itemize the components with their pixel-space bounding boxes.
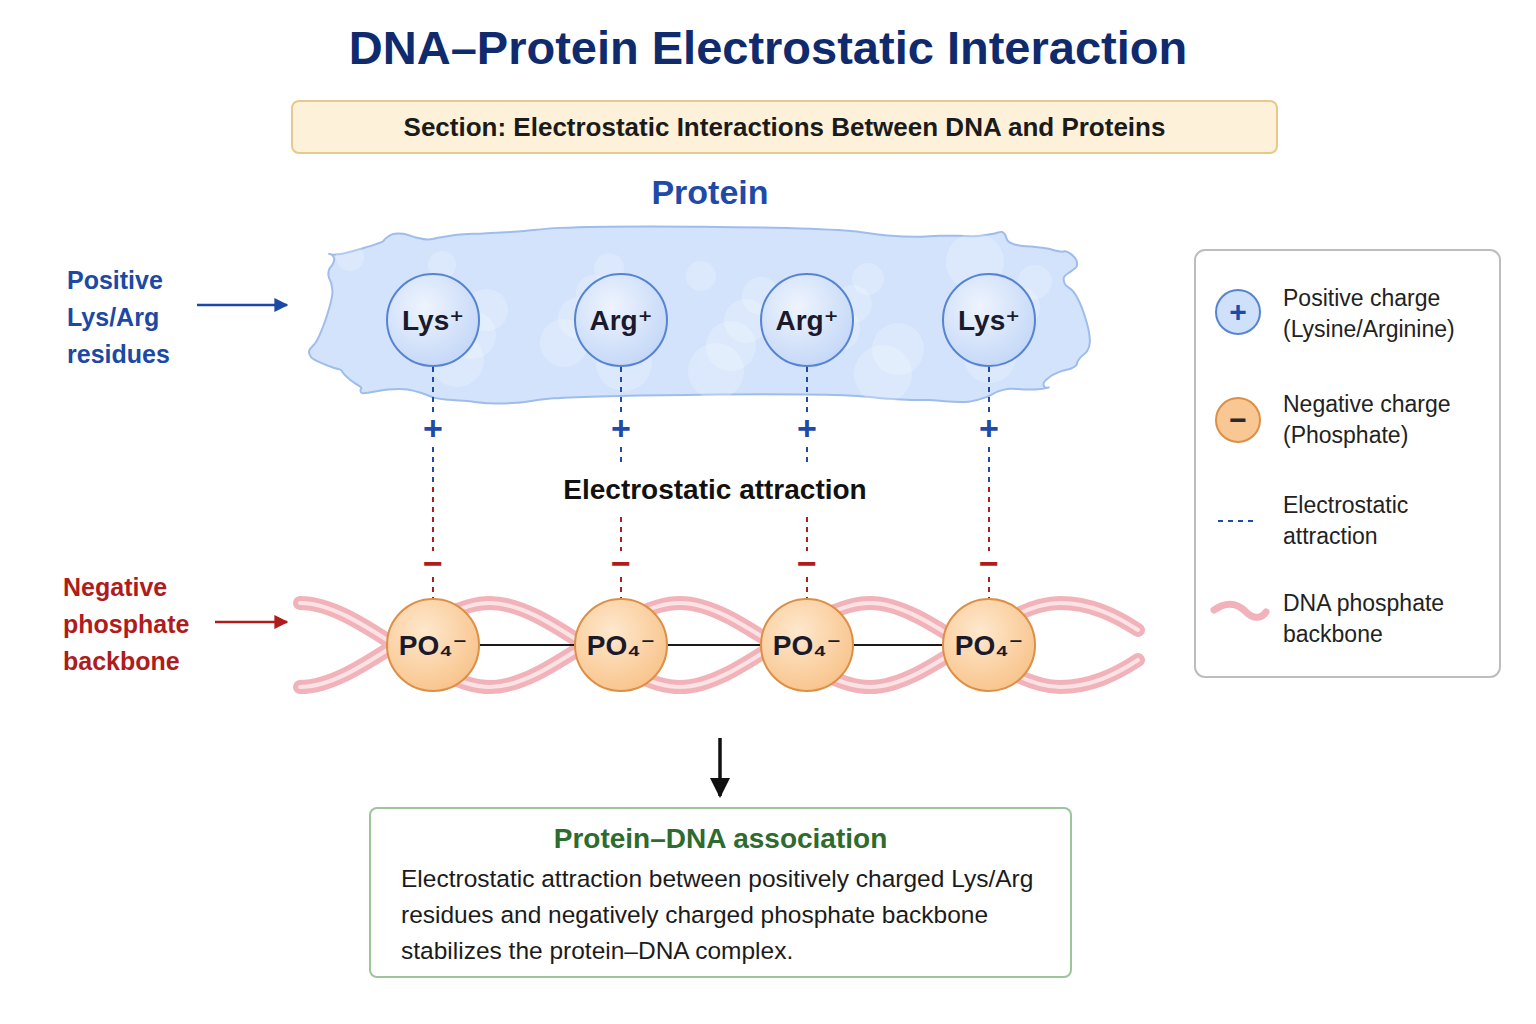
summary-box: Protein–DNA associationElectrostatic att… [369,807,1072,978]
node-title: PO₄⁻ [399,629,468,662]
surface-texture [852,263,884,295]
surface-texture [430,333,484,387]
protein-outline [300,222,1102,410]
surface-texture [558,297,600,339]
node-title: PO₄⁻ [587,629,656,662]
result-arrow [718,738,722,796]
node-title: Protein–DNA association [401,823,1040,855]
surface-texture [1018,265,1052,299]
protein-outline-shape [309,226,1090,403]
surface-texture [594,253,624,283]
charge-sign: − [977,551,1001,575]
surface-texture [410,273,444,307]
attraction-line [432,367,434,598]
backbone-link [854,644,942,646]
surface-texture [1000,287,1040,327]
dna-strand-highlight [300,603,1138,687]
attraction-line [988,367,990,598]
legend-frame [1195,250,1500,677]
section-banner: Section: Electrostatic Interactions Betw… [291,100,1278,154]
residue-circle: Lys⁺ [386,273,480,367]
legend-entry: DNA phosphate backbone [1283,588,1488,650]
surface-texture [466,289,508,331]
surface-texture [816,307,860,351]
phosphate-circle: PO₄⁻ [386,598,480,692]
surface-texture [854,345,912,403]
surface-texture [688,343,744,399]
legend-entry: Positive charge (Lysine/Arginine) [1283,283,1488,345]
surface-texture [428,251,456,279]
node-title: Arg⁺ [590,304,653,337]
side-label: Negative phosphate backbone [63,569,203,680]
phosphate-circle: PO₄⁻ [942,598,1036,692]
dna-strand [300,603,1138,687]
surface-texture [964,331,1016,383]
attraction-line [620,367,622,598]
surface-texture [834,285,872,323]
legend-entry: Electrostatic attraction [1283,490,1488,552]
node-title: Lys⁺ [402,304,464,337]
surface-texture [706,321,756,371]
surface-texture [724,299,768,343]
backbone-link [668,644,760,646]
charge-sign: + [977,413,1001,443]
legend-entry: Negative charge (Phosphate) [1283,389,1488,451]
node-title: Arg⁺ [776,304,839,337]
node-body: Electrostatic attraction between positiv… [401,861,1040,969]
attraction-line [806,367,808,598]
charge-sign: + [795,413,819,443]
backbone-link [480,644,574,646]
legend-negative-symbol [1216,398,1260,442]
residue-circle: Arg⁺ [760,273,854,367]
interaction-label: Electrostatic attraction [555,464,874,516]
phosphate-circle: PO₄⁻ [760,598,854,692]
charge-sign: − [795,551,819,575]
surface-texture [448,311,496,359]
surface-texture [982,309,1028,355]
surface-texture [686,261,716,291]
dna-strand-highlight [300,603,1138,687]
residue-circle: Arg⁺ [574,273,668,367]
pointer-arrow [197,304,287,307]
surface-texture [742,277,780,315]
node-title: Protein [300,172,1102,212]
legend-strand-symbol [1214,604,1266,617]
node-title: Lys⁺ [958,304,1020,337]
legend-positive-symbol [1216,290,1260,334]
charge-sign: − [421,551,445,575]
surface-texture [872,323,924,375]
node-title: PO₄⁻ [955,629,1024,662]
legend-symbol-text: − [1229,405,1247,435]
side-label: Positive Lys/Arg residues [67,262,192,373]
surface-texture [576,275,612,311]
surface-texture [336,243,364,271]
surface-texture [946,233,1004,291]
charge-sign: − [609,551,633,575]
pointer-arrow [215,621,287,624]
node-title: Section: Electrostatic Interactions Betw… [404,112,1166,143]
dna-strand [300,603,1138,687]
charge-sign: + [609,413,633,443]
legend-symbol-text: + [1229,297,1247,327]
phosphate-circle: PO₄⁻ [574,598,668,692]
protein-surface: ProteinLys⁺Arg⁺Arg⁺Lys⁺ [300,222,1102,410]
surface-texture [596,335,652,391]
residue-circle: Lys⁺ [942,273,1036,367]
page-title: DNA–Protein Electrostatic Interaction [0,20,1536,76]
charge-sign: + [421,413,445,443]
legend-dash-symbol [1218,520,1258,522]
node-title: PO₄⁻ [773,629,842,662]
surface-texture [540,319,588,367]
